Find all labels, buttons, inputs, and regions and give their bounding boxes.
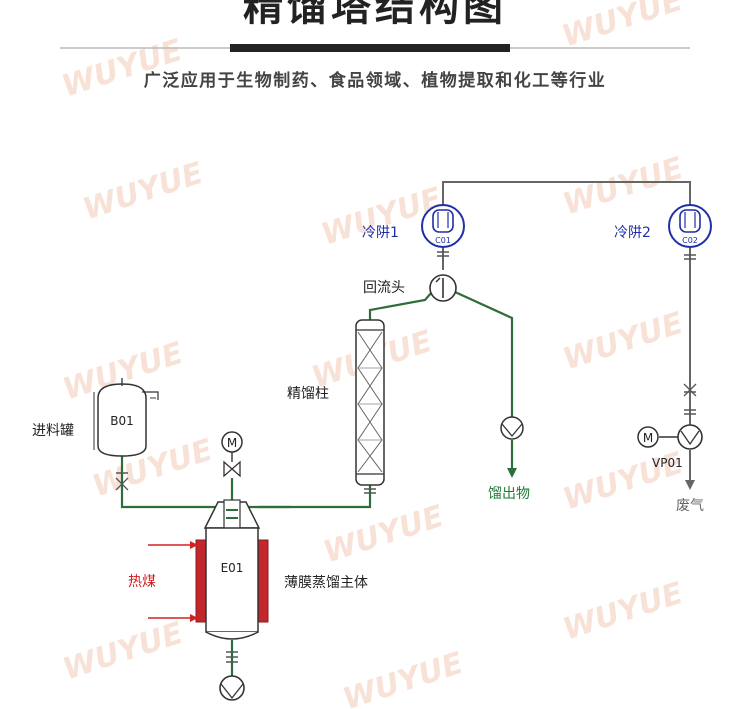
condenser-1-tag: C01 [435, 236, 451, 245]
vacuum-motor-symbol: M [643, 431, 653, 445]
feed-tank: B01 [93, 378, 159, 491]
vacuum-pump-tag: VP01 [652, 456, 683, 470]
header-rule-accent [230, 44, 510, 52]
condenser-1: C01 [421, 204, 465, 257]
condenser-1-label: 冷阱1 [362, 225, 399, 241]
watermark: WUYUE [79, 156, 208, 228]
evaporator-tag: E01 [221, 561, 244, 575]
condenser-2-label: 冷阱2 [614, 225, 651, 241]
vacuum-pump: M [637, 383, 703, 450]
reflux-head-label: 回流头 [363, 280, 405, 296]
feed-tank-label: 进料罐 [32, 423, 74, 439]
watermark: WUYUE [319, 499, 448, 571]
page-title: 精馏塔结构图 [243, 0, 507, 30]
watermark: WUYUE [58, 33, 187, 105]
thin-film-evaporator: E01 [195, 499, 269, 663]
heating-medium-label: 热煤 [128, 574, 156, 590]
watermark: WUYUE [59, 616, 188, 688]
column-label: 精馏柱 [287, 386, 329, 402]
agitator-motor-symbol: M [227, 436, 237, 450]
watermark: WUYUE [339, 646, 468, 709]
watermark: WUYUE [559, 151, 688, 223]
distillation-column [355, 319, 385, 494]
reflux-head [429, 274, 457, 302]
watermark: WUYUE [558, 0, 687, 54]
distillate-label: 馏出物 [488, 486, 530, 502]
exhaust-label: 废气 [676, 498, 704, 514]
heating-arrows [148, 541, 198, 622]
watermark: WUYUE [559, 576, 688, 648]
distillate-pump [500, 416, 524, 440]
thin-film-body-label: 薄膜蒸馏主体 [284, 575, 368, 591]
condenser-2: C02 [668, 204, 712, 260]
feed-tank-tag: B01 [110, 414, 134, 428]
agitator-motor: M [221, 431, 243, 478]
watermark: WUYUE [559, 306, 688, 378]
condenser-2-tag: C02 [682, 236, 698, 245]
page-subtitle: 广泛应用于生物制药、食品领域、植物提取和化工等行业 [144, 70, 607, 91]
residue-pump [219, 675, 245, 701]
